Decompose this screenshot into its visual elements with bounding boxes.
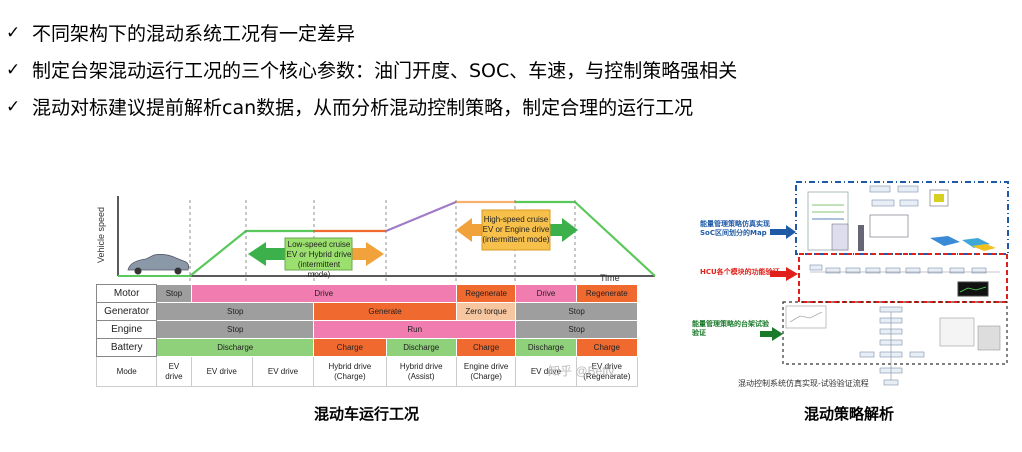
bullet-item: ✓ 不同架构下的混动系统工况有一定差异 bbox=[6, 14, 737, 51]
bullet-item: ✓ 制定台架混动运行工况的三个核心参数：油门开度、SOC、车速，与控制策略强相关 bbox=[6, 51, 737, 88]
table-cell: Engine drive (Charge) bbox=[455, 356, 517, 387]
table-cell: EV drive bbox=[190, 356, 253, 387]
low-speed-cruise-label: Low-speed cruise EV or Hybrid drive (int… bbox=[286, 240, 352, 280]
cruise-line: (intermittent mode) bbox=[482, 235, 550, 244]
check-icon: ✓ bbox=[6, 59, 21, 80]
speed-line-decel bbox=[574, 201, 656, 277]
operating-mode-table: Motor Stop Drive Regenerate Drive Regene… bbox=[95, 284, 639, 387]
flow-figure-caption: 混动控制系统仿真实现-试验验证流程 bbox=[738, 379, 869, 388]
table-cell: EV drive (Regenerate) bbox=[575, 356, 639, 387]
left-caption: 混动车运行工况 bbox=[314, 405, 420, 423]
table-cell: Hybrid drive (Assist) bbox=[385, 356, 457, 387]
table-cell: Drive bbox=[515, 284, 577, 303]
table-cell: Stop bbox=[156, 284, 192, 303]
table-cell: EV drive bbox=[156, 356, 192, 387]
bullet-text: 不同架构下的混动系统工况有一定差异 bbox=[32, 23, 356, 45]
low-speed-arrow bbox=[248, 237, 384, 271]
check-icon: ✓ bbox=[6, 96, 21, 117]
table-cell: EV drive bbox=[515, 356, 577, 387]
cruise-line: Low-speed cruise bbox=[287, 240, 351, 249]
table-row: Mode EV drive EV drive EV drive Hybrid d… bbox=[95, 356, 639, 387]
cruise-line: EV or Engine drive bbox=[482, 225, 550, 234]
hcu-annotation: HCU各个模块的功能验证 bbox=[700, 268, 780, 276]
cruise-line: High-speed cruise bbox=[483, 215, 549, 224]
table-cell: Discharge bbox=[156, 338, 315, 357]
green-arrow bbox=[760, 327, 783, 341]
cruise-line: (intermittent mode) bbox=[297, 260, 341, 279]
table-cell: Charge bbox=[455, 338, 517, 357]
bullet-item: ✓ 混动对标建议提前解析can数据，从而分析混动控制策略，制定合理的运行工况 bbox=[6, 88, 737, 125]
annotation-line: 能量管理策略仿真实现 bbox=[700, 220, 770, 228]
high-speed-cruise-label: High-speed cruise EV or Engine drive (in… bbox=[482, 215, 550, 245]
cruise-line: EV or Hybrid drive bbox=[286, 250, 352, 259]
table-row: Engine Stop Run Stop bbox=[95, 320, 638, 339]
table-cell: Regenerate bbox=[455, 284, 517, 303]
table-cell: Drive bbox=[190, 284, 457, 303]
test-annotation: 能量管理策略的台架试验 验证 bbox=[692, 320, 769, 338]
table-cell: Stop bbox=[515, 320, 638, 339]
table-cell: Stop bbox=[156, 320, 315, 339]
red-arrow bbox=[770, 267, 798, 281]
speed-line-climb bbox=[385, 200, 457, 233]
test-region-box bbox=[782, 301, 1008, 365]
annotation-line: SoC区间划分的Map bbox=[700, 229, 767, 237]
high-speed-arrow bbox=[456, 209, 578, 251]
row-label: Mode bbox=[95, 356, 158, 387]
annotation-line: 验证 bbox=[692, 329, 706, 337]
watermark: 知乎 @Befly bbox=[548, 364, 615, 378]
bullet-text: 制定台架混动运行工况的三个核心参数：油门开度、SOC、车速，与控制策略强相关 bbox=[32, 60, 738, 82]
annotation-line: 能量管理策略的台架试验 bbox=[692, 320, 769, 328]
table-cell: Run bbox=[313, 320, 517, 339]
sim-annotation: 能量管理策略仿真实现 SoC区间划分的Map bbox=[700, 220, 770, 238]
row-label: Generator bbox=[95, 302, 158, 321]
table-row: Motor Stop Drive Regenerate Drive Regene… bbox=[95, 284, 639, 303]
right-caption: 混动策略解析 bbox=[804, 405, 895, 423]
row-label: Battery bbox=[95, 338, 158, 357]
sim-region-box bbox=[795, 181, 1009, 255]
table-row: Generator Stop Generate Zero torque Stop bbox=[95, 302, 638, 321]
x-axis-label: Time bbox=[600, 273, 620, 283]
car-icon bbox=[127, 254, 190, 275]
table-cell: Regenerate bbox=[575, 284, 639, 303]
bullet-list: ✓ 不同架构下的混动系统工况有一定差异 ✓ 制定台架混动运行工况的三个核心参数：… bbox=[6, 14, 737, 125]
table-cell: Zero torque bbox=[455, 302, 517, 321]
bullet-text: 混动对标建议提前解析can数据，从而分析混动控制策略，制定合理的运行工况 bbox=[32, 97, 694, 119]
check-icon: ✓ bbox=[6, 22, 21, 43]
table-cell: EV drive bbox=[251, 356, 315, 387]
table-cell: Hybrid drive (Charge) bbox=[313, 356, 387, 387]
blue-arrow bbox=[770, 225, 796, 239]
